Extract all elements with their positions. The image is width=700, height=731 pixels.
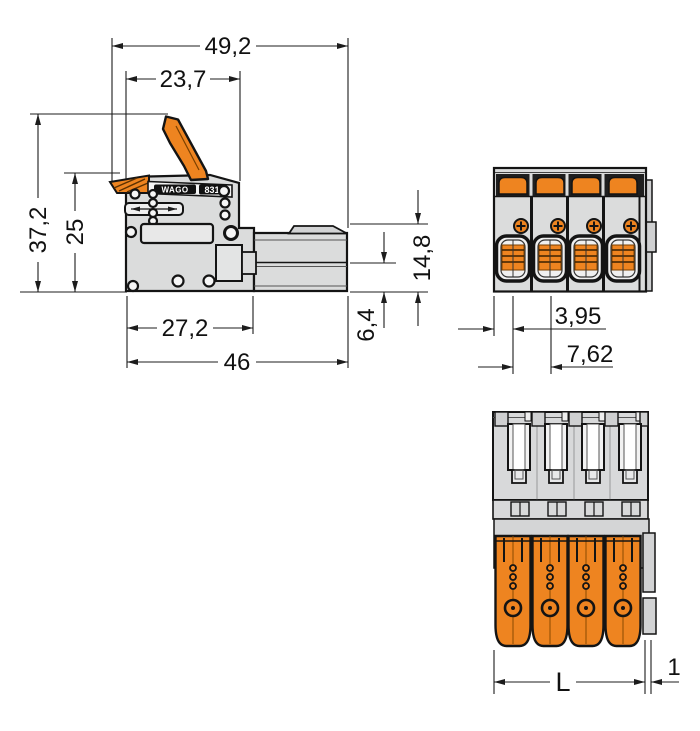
screw-pole3 (586, 218, 602, 234)
dim-label-total-width: 49,2 (205, 33, 252, 60)
lever-down-pole4 (604, 534, 642, 648)
front-view-housing (492, 166, 657, 293)
lever-top-pole2 (535, 176, 565, 195)
dim-label-plug-height: 14,8 (409, 235, 436, 282)
clamp-window-pole4 (604, 234, 642, 283)
right-strip-upper (642, 532, 656, 593)
front-view-extension-lines (493, 296, 552, 374)
dim-label-housing-depth: 46 (224, 349, 251, 376)
pin-shroud-pole3 (581, 423, 605, 484)
dim-label-pole-pitch: 7,62 (567, 341, 614, 368)
dim-label-flange-offset: 1 (667, 654, 680, 681)
dim-housing-height: 25 (62, 173, 89, 292)
dim-overall-height: 37,2 (25, 114, 52, 292)
plug-top-tab (287, 225, 348, 235)
side-view-housing: WAGO 831 (108, 115, 349, 293)
dim-label-edge-to-first-pole: 3,95 (555, 303, 602, 330)
dim-label-overall-height: 37,2 (25, 207, 52, 254)
dim-pole-pitch: 7,62 (478, 341, 613, 370)
marking-plate: WAGO 831 (147, 180, 233, 198)
side-view-extension-lines (20, 38, 428, 368)
screw-pole1 (513, 218, 529, 234)
housing-cutout (215, 244, 243, 282)
wago-logo-text: WAGO (162, 185, 189, 194)
lever-down-pole3 (567, 534, 605, 648)
side-latch-tab (645, 221, 657, 253)
clamp-window-pole2 (531, 234, 569, 283)
bottom-view: L 1 (492, 411, 681, 697)
pin-shroud-pole2 (544, 423, 568, 484)
housing-holes (124, 184, 239, 293)
dim-housing-depth: 46 (127, 349, 348, 376)
housing-top-tabs (494, 411, 649, 427)
lever-top-pole4 (608, 176, 638, 195)
dim-block-depth: 27,2 (127, 315, 253, 342)
series-number: 831 (204, 185, 219, 195)
screw-pole2 (550, 218, 566, 234)
lever-top-strip (496, 174, 644, 196)
lever-tip-wedge (108, 174, 150, 194)
actuation-lever (161, 115, 210, 182)
dim-label-lever-width: 23,7 (160, 66, 207, 93)
dim-lever-width: 23,7 (126, 66, 240, 93)
side-view: 49,2 23,7 37,2 25 (20, 33, 436, 376)
dim-label-total-length: L (555, 667, 570, 697)
clamp-window-pole3 (567, 234, 605, 283)
dim-total-length: L (493, 640, 652, 697)
clamp-window-pole1 (494, 234, 532, 283)
right-strip-lower (642, 597, 657, 635)
screw-pole4 (623, 218, 639, 234)
wago-logo-box (154, 184, 196, 194)
dim-flange-offset: 1 (651, 654, 681, 685)
lever-top-pole1 (498, 176, 528, 195)
dim-edge-to-first-pole: 3,95 (458, 303, 606, 332)
pin-shroud-pole1 (507, 423, 531, 484)
dim-label-housing-height: 25 (62, 219, 89, 246)
front-view: 3,95 7,62 (458, 166, 657, 374)
middle-band-tabs (510, 501, 641, 517)
dim-label-pin-height: 6,4 (353, 308, 380, 341)
dim-label-block-depth: 27,2 (162, 315, 209, 342)
front-slot (139, 222, 215, 245)
dim-plug-height: 14,8 (409, 190, 436, 326)
lever-down-pole2 (531, 534, 569, 648)
lever-top-pole3 (571, 176, 601, 195)
pin-shroud-pole4 (618, 423, 642, 484)
dim-total-width: 49,2 (112, 33, 348, 60)
lever-down-pole1 (494, 534, 532, 648)
dim-pin-height: 6,4 (353, 232, 387, 342)
